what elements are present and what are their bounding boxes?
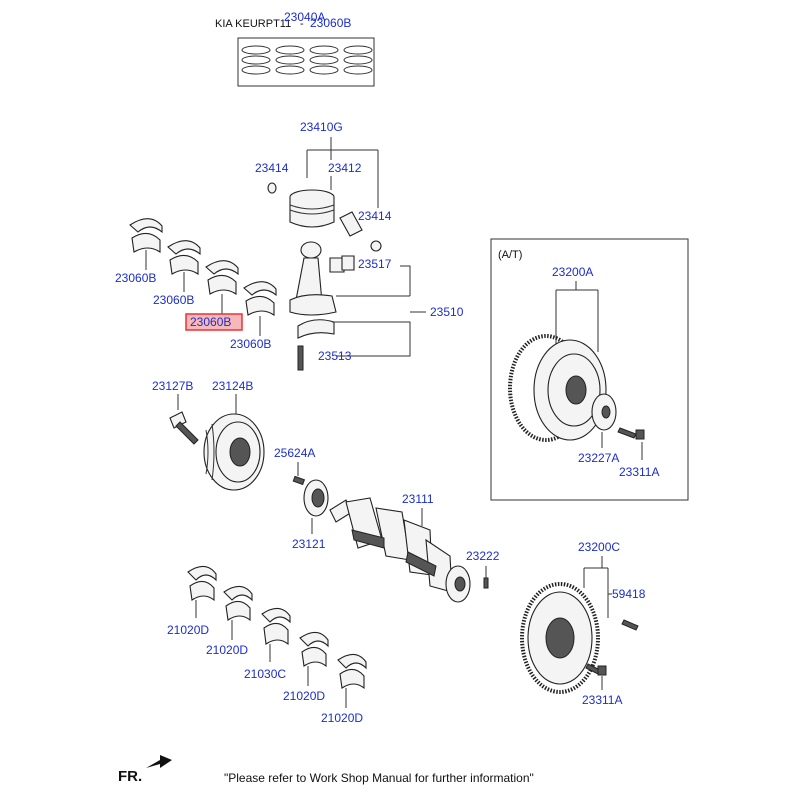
label-23311A-mt[interactable]: 23311A: [582, 693, 622, 707]
piston-pin[interactable]: [339, 211, 363, 237]
label-23040A[interactable]: 23040A: [284, 10, 325, 24]
snap-ring-left[interactable]: [267, 182, 277, 194]
label-23060B-4[interactable]: 23060B: [230, 337, 271, 351]
at-flywheel-box: (A/T) 23200A 23227A 23311A: [490, 238, 689, 501]
pilot-pin[interactable]: [483, 577, 489, 589]
direction-arrow-icon: [146, 755, 172, 768]
label-23127B[interactable]: 23127B: [152, 379, 193, 393]
main-bearing-1[interactable]: [187, 565, 217, 602]
label-21020D-2[interactable]: 21020D: [206, 643, 248, 657]
connecting-rod[interactable]: [289, 241, 337, 316]
at-label: (A/T): [498, 249, 522, 261]
label-23227A[interactable]: 23227A: [578, 451, 619, 465]
main-bearing-2[interactable]: [223, 585, 253, 622]
label-21020D-3[interactable]: 21020D: [283, 689, 325, 703]
label-23410G[interactable]: 23410G: [300, 120, 343, 134]
rod-bearing-4[interactable]: [243, 281, 277, 317]
flywheel-bolt-mt[interactable]: [585, 663, 607, 676]
flywheel-at[interactable]: [508, 334, 607, 442]
label-21030C[interactable]: 21030C: [244, 667, 286, 681]
main-bearing-3[interactable]: [299, 631, 329, 668]
model-separator: -: [300, 18, 304, 30]
label-23200A[interactable]: 23200A: [552, 265, 593, 279]
rod-bearing-1[interactable]: [129, 218, 163, 254]
label-23060B-2[interactable]: 23060B: [153, 293, 194, 307]
fr-label: FR.: [118, 768, 142, 785]
label-23414-left[interactable]: 23414: [255, 161, 289, 175]
piston[interactable]: [289, 189, 335, 228]
label-21020D-1[interactable]: 21020D: [167, 623, 209, 637]
label-23513[interactable]: 23513: [318, 349, 352, 363]
rod-cap[interactable]: [297, 319, 335, 339]
rod-bearing-2[interactable]: [167, 240, 201, 276]
flywheel-bolt-at[interactable]: [617, 427, 645, 440]
damper-pulley[interactable]: [203, 413, 265, 491]
crankshaft[interactable]: [329, 497, 471, 603]
label-23111[interactable]: 23111: [402, 492, 434, 506]
label-23414-right[interactable]: 23414: [358, 209, 392, 223]
label-23060B-header[interactable]: 23060B: [310, 16, 351, 30]
rod-bolt[interactable]: [297, 345, 304, 371]
footer-note: "Please refer to Work Shop Manual for fu…: [224, 771, 534, 785]
thrust-bearing[interactable]: [261, 607, 291, 646]
adapter-plate[interactable]: [591, 393, 617, 431]
main-bearing-4[interactable]: [337, 653, 367, 690]
label-23200C[interactable]: 23200C: [578, 540, 620, 554]
label-21020D-4[interactable]: 21020D: [321, 711, 363, 725]
highlight-23060B[interactable]: [185, 313, 243, 331]
label-23060B-3[interactable]: 23060B: [190, 315, 231, 329]
model-label: KIA KEURPT11: [215, 18, 291, 30]
label-23124B[interactable]: 23124B: [212, 379, 253, 393]
label-59418[interactable]: 59418: [612, 587, 646, 601]
label-25624A[interactable]: 25624A: [274, 446, 315, 460]
rod-bushing[interactable]: [329, 255, 355, 273]
piston-ring-set[interactable]: [237, 37, 375, 87]
timing-sprocket[interactable]: [303, 479, 329, 517]
flywheel-mt[interactable]: [520, 582, 600, 694]
snap-ring-right[interactable]: [370, 240, 382, 252]
label-23311A-at[interactable]: 23311A: [619, 465, 659, 479]
label-23510[interactable]: 23510: [430, 305, 464, 319]
rod-bearing-3[interactable]: [205, 260, 239, 296]
woodruff-key[interactable]: [292, 475, 306, 486]
label-23517[interactable]: 23517: [358, 257, 392, 271]
ring-pin[interactable]: [621, 619, 639, 631]
label-23222[interactable]: 23222: [466, 549, 500, 563]
label-23412[interactable]: 23412: [328, 161, 362, 175]
label-23121[interactable]: 23121: [292, 537, 326, 551]
label-23060B-1[interactable]: 23060B: [115, 271, 156, 285]
pulley-bolt[interactable]: [169, 411, 199, 445]
